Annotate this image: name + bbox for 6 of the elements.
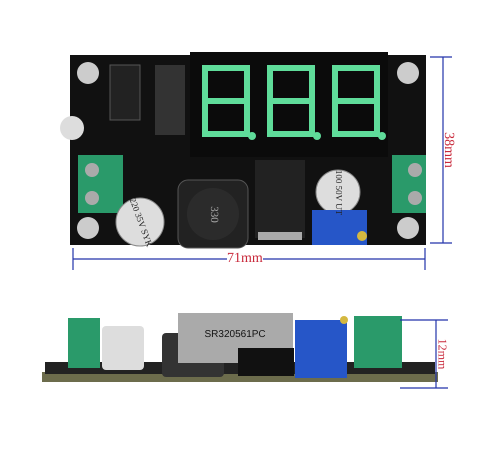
dimension-label: 38mm [440,132,455,168]
inductor-marking: 330 [207,206,218,222]
part-number-marking: SR320561PC [204,330,266,340]
dimension-label: 12mm [436,338,448,370]
capacitor-marking: 220 35V SYK [127,196,154,248]
capacitor-marking: 100 50V UT [334,169,343,215]
